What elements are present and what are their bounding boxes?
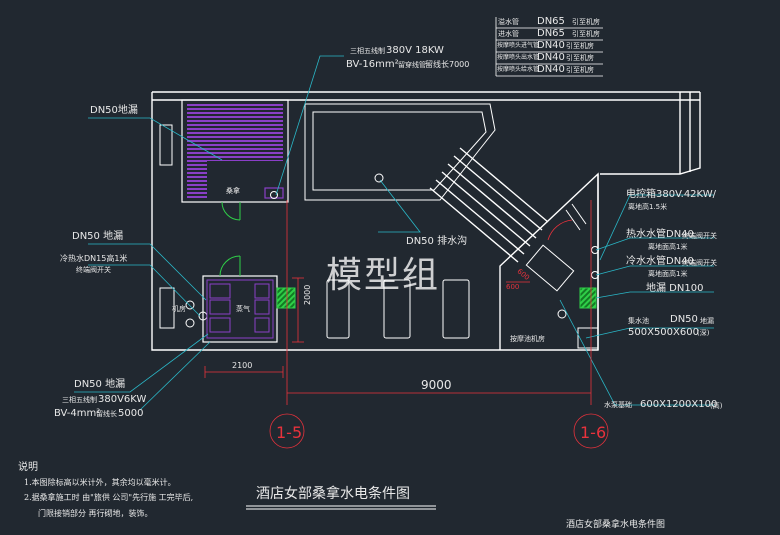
label-pool-drain: DN50 排水沟 (406, 236, 468, 247)
legend-spec-4: DN40 (537, 52, 565, 63)
diagonal-lattice (429, 147, 549, 263)
drawing-title: 酒店女部桑拿水电条件图 (256, 486, 410, 502)
legend-label-4: 按摩喷头出水管 (497, 54, 540, 61)
label-hot-water-2-note: 终端阀开关 (682, 259, 717, 267)
top-power-end: 留线长7000 (425, 60, 470, 69)
label-dn50-floor-drain: DN50 地漏 (72, 231, 124, 242)
watermark: 模型组 (326, 255, 441, 296)
label-base: 水泵基础 (604, 401, 632, 409)
label-steam-power-end: 5000 (118, 408, 144, 419)
top-power-label: 三相五线制 (350, 47, 385, 55)
label-base-unit: (高) (710, 402, 723, 410)
building-outline (151, 91, 701, 351)
label-sump-drain: 地漏 (700, 317, 714, 325)
axis-bubble-1-6: 1-6 (580, 423, 607, 442)
legend-spec-5: DN40 (537, 64, 565, 75)
label-sump: 集水池 (628, 317, 649, 325)
axis-bubble-1-5: 1-5 (276, 423, 303, 442)
drawing-title-small: 酒店女部桑拿水电条件图 (566, 520, 666, 530)
label-hot-water-1: 热水水管DN40 (626, 229, 694, 240)
label-pump-room: 按摩池机房 (510, 335, 545, 343)
label-steam-power-value: 380V6KW (98, 394, 147, 405)
legend-spec-1: DN65 (537, 16, 565, 27)
dim-2100: 2100 (232, 361, 253, 370)
dim-600: 600 (506, 283, 520, 291)
pipe-legend-table (495, 17, 603, 77)
label-cold-water-note: 终端阀开关 (76, 266, 111, 274)
legend-note-1: 引至机房 (572, 18, 600, 26)
label-steam-power-note: 留线长 (96, 410, 117, 418)
top-power-note: 留穿线管 (398, 61, 426, 69)
legend-spec-3: DN40 (537, 40, 565, 51)
label-elec-box-note: 离地高1.5米 (628, 203, 668, 211)
legend-note-2: 引至机房 (572, 30, 600, 38)
massage-pool (304, 103, 496, 201)
sauna-room (181, 99, 289, 221)
legend-note-3: 引至机房 (566, 42, 594, 50)
notes-line-3: 门限接销部分 再行砌地，装饰。 (38, 509, 153, 518)
legend-note-5: 引至机房 (566, 66, 594, 74)
legend-label-1: 溢水管 (498, 18, 519, 26)
label-steam-power-cable: BV-4mm² (54, 408, 101, 419)
left-wall-details (159, 124, 208, 329)
label-elec-box: 电控箱380V.42KW/ (626, 189, 716, 200)
top-power-value: 380V 18KW (386, 45, 444, 56)
label-hot-water-2-sub: 离地面高1米 (648, 270, 688, 278)
label-sump-spec: DN50 (670, 314, 698, 325)
label-sump-size: 500X500X600 (628, 327, 699, 338)
label-cold-water: 冷热水DN15高1米 (60, 254, 128, 263)
title-underline (246, 505, 436, 510)
label-sump-unit: (深) (697, 329, 710, 337)
label-steam-power: 三相五线制 (62, 396, 97, 404)
notes-line-2: 2.据桑拿施工时 由"旅供 公司"先行施 工完毕后, (24, 493, 194, 502)
dim-9000: 9000 (421, 378, 452, 392)
steam-room (202, 255, 296, 343)
legend-label-3: 按摩喷头进气管 (497, 42, 540, 49)
legend-spec-2: DN65 (537, 28, 565, 39)
legend-label-5: 按摩喷头给水管 (497, 66, 540, 73)
top-power-cable: BV-16mm² (346, 59, 399, 70)
legend-note-4: 引至机房 (566, 54, 594, 62)
label-drain-dn100: 地漏 DN100 (646, 283, 704, 294)
label-machine-room: 机房 (172, 305, 186, 313)
label-hot-water-1-sub: 离地面高1米 (648, 243, 688, 251)
label-sauna-room: 桑拿 (226, 187, 240, 195)
dim-2000: 2000 (303, 284, 312, 305)
label-dn50-drain-top: DN50地漏 (90, 105, 138, 116)
label-dn50-drain-bottom: DN50 地漏 (74, 379, 126, 390)
legend-label-2: 进水管 (498, 30, 519, 38)
notes-line-1: 1.本图除标高以米计外，其余均以毫米计。 (24, 478, 176, 487)
label-hot-water-2: 冷水水管DN40 (626, 256, 694, 267)
label-steam-room: 蒸气 (236, 305, 250, 313)
label-hot-water-1-note: 终端阀开关 (682, 232, 717, 240)
dimensions (204, 200, 609, 449)
notes-heading: 说明 (18, 462, 38, 473)
lounge-chairs (326, 279, 470, 339)
label-base-size: 600X1200X100 (640, 399, 718, 410)
leader-lines (74, 55, 714, 411)
